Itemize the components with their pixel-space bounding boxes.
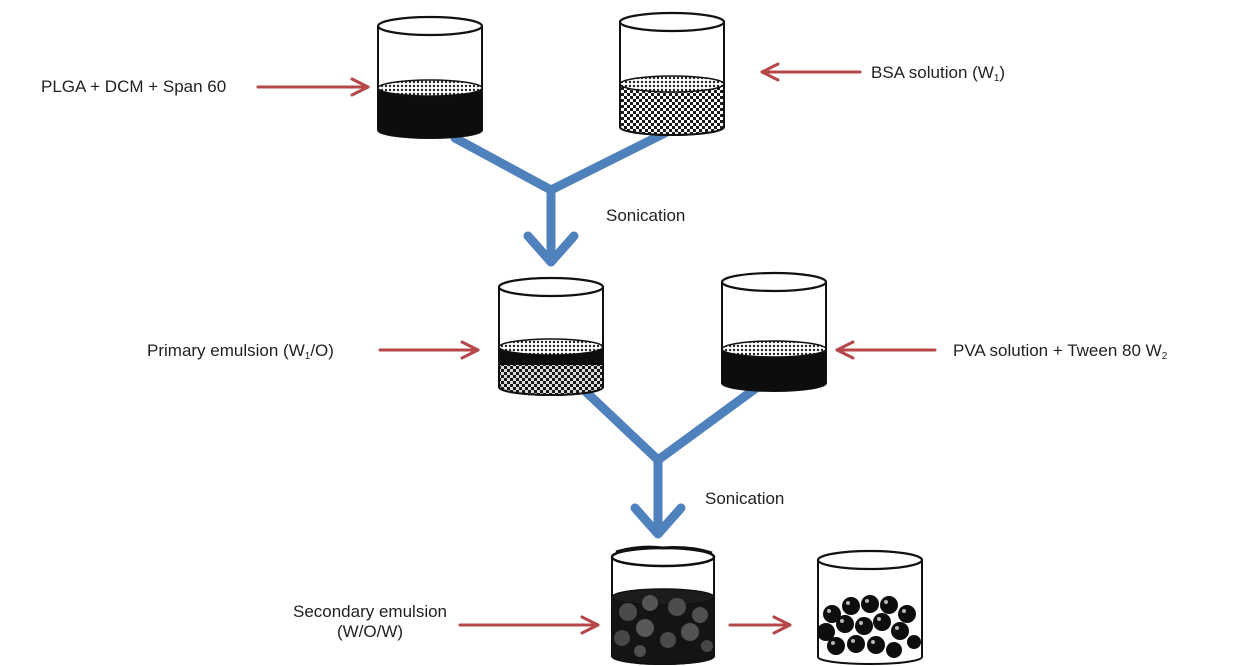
- beaker-secondary-emulsion-icon: [610, 545, 716, 665]
- label-pva-solution: PVA solution + Tween 80 W2: [953, 341, 1168, 362]
- beaker-organic-icon: [376, 15, 484, 139]
- beaker-aqueous-icon: [618, 11, 726, 136]
- arrow-secondary: [458, 615, 600, 635]
- arrow-plga: [256, 77, 370, 97]
- label-bsa-solution: BSA solution (W1): [871, 63, 1006, 84]
- label-sonication-1: Sonication: [606, 206, 686, 225]
- flow-connector-top: [450, 128, 670, 267]
- label-sonication-2: Sonication: [705, 489, 785, 508]
- beaker-pva-icon: [720, 271, 828, 392]
- arrow-pva: [835, 340, 937, 360]
- beaker-primary-emulsion-icon: [497, 276, 605, 396]
- label-secondary-emulsion: Secondary emulsion (W/O/W): [270, 602, 470, 642]
- arrow-primary: [378, 340, 480, 360]
- red-arrows: [256, 62, 937, 635]
- label-plga: PLGA + DCM + Span 60: [41, 77, 227, 96]
- beaker-microspheres-icon: [816, 549, 924, 665]
- arrow-to-microspheres: [728, 615, 792, 635]
- label-secondary-line2: (W/O/W): [336, 622, 404, 641]
- arrow-bsa: [760, 62, 862, 82]
- label-primary-emulsion: Primary emulsion (W1/O): [147, 341, 334, 362]
- flow-connector-bottom: [560, 367, 783, 539]
- label-secondary-line1: Secondary emulsion: [292, 602, 448, 621]
